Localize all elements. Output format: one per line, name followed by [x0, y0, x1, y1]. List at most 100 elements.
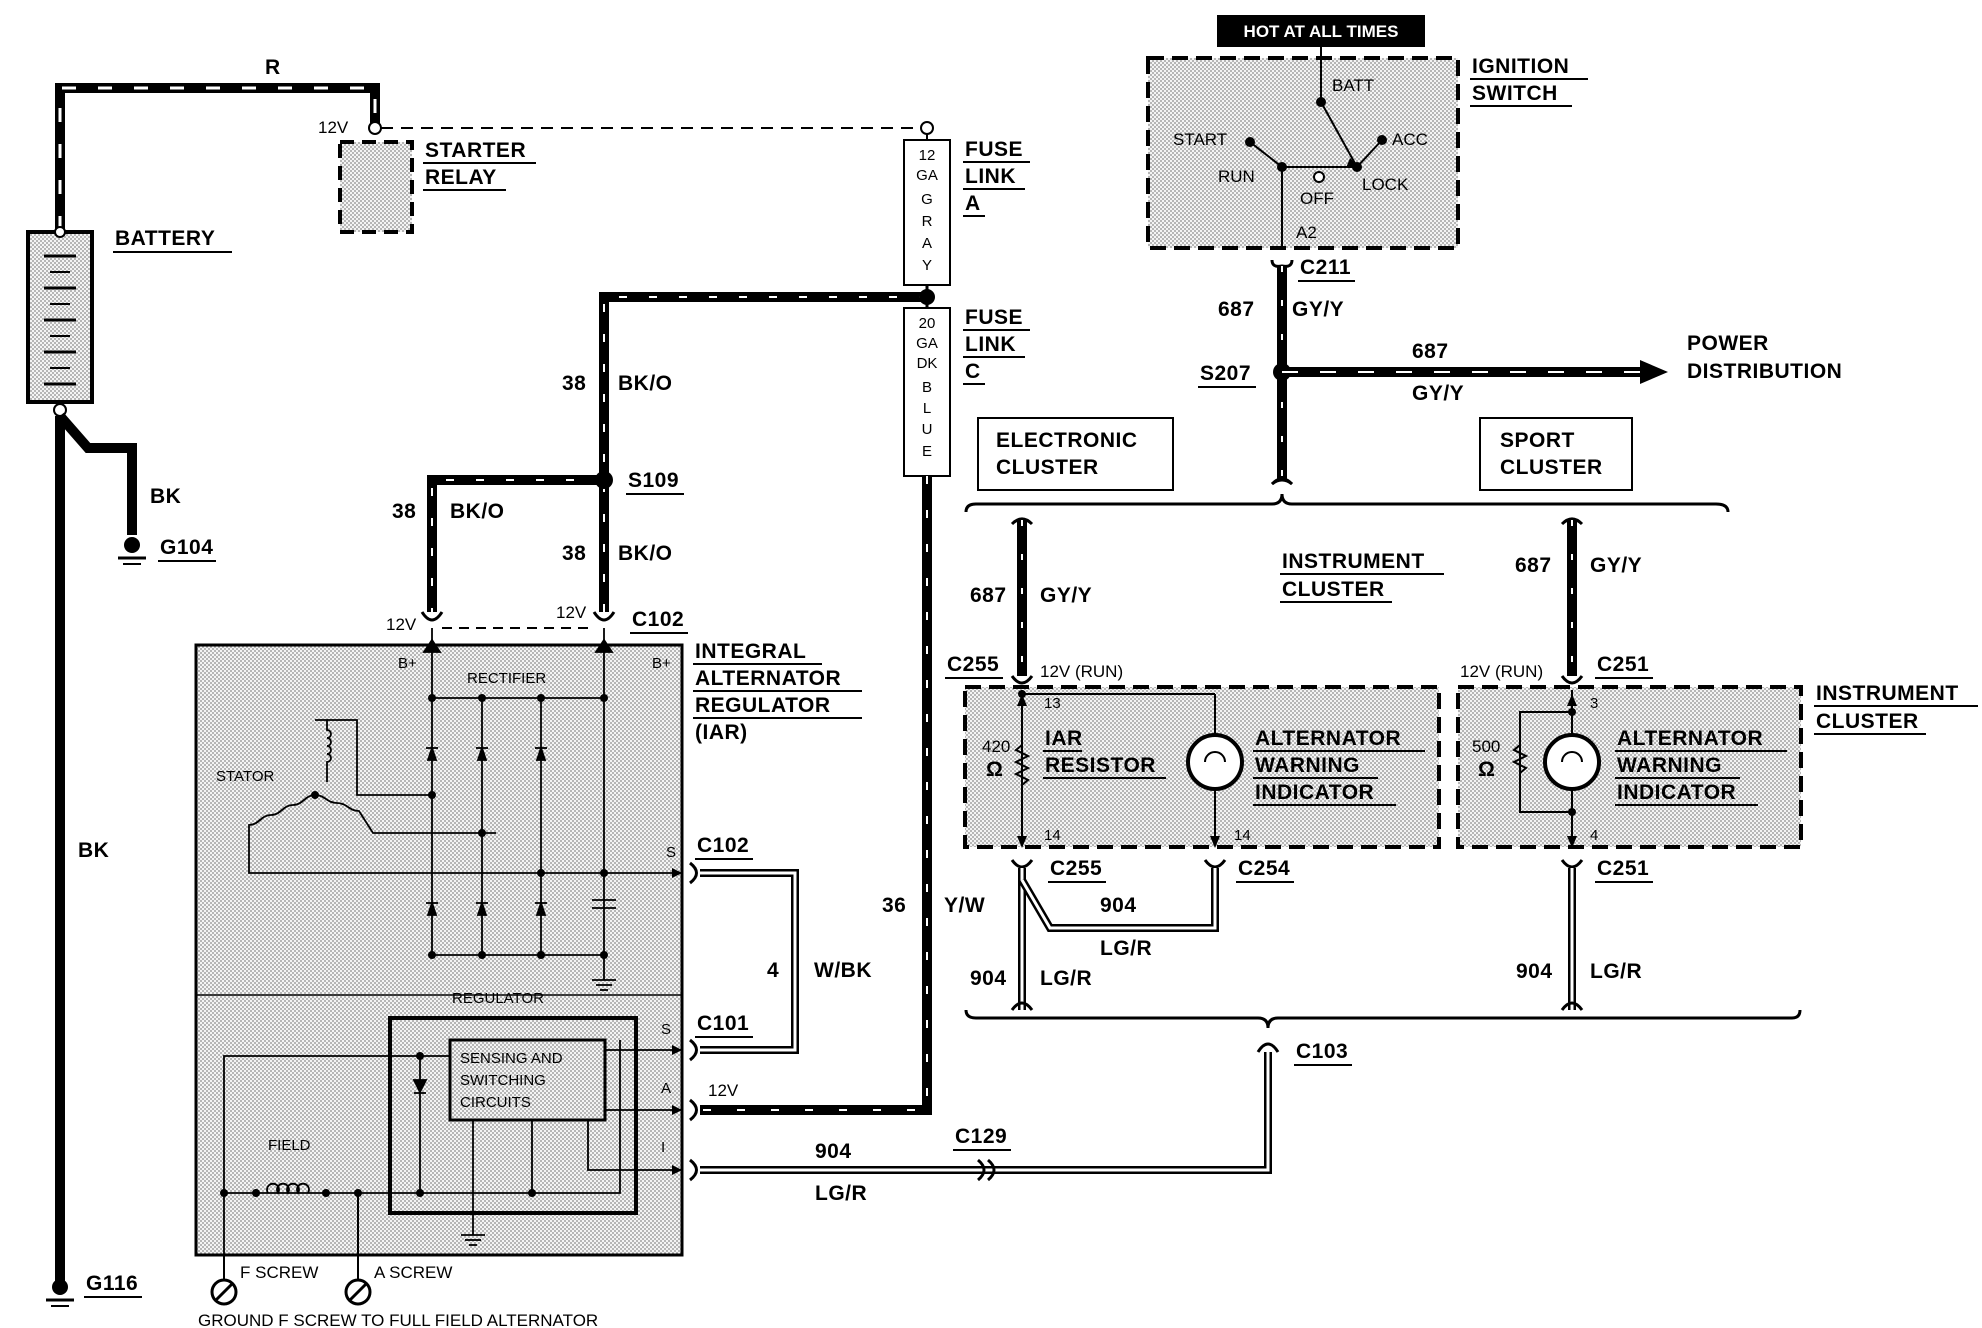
stator-label: STATOR — [216, 768, 275, 785]
ignition-switch — [1146, 56, 1460, 250]
ground-g104: G104 — [160, 536, 213, 559]
ign-run: RUN — [1218, 167, 1255, 186]
ground-icon — [46, 1279, 74, 1307]
connector-c129-label: C129 — [955, 1125, 1007, 1148]
connector-c251-label: C251 — [1597, 857, 1649, 880]
f-screw-icon — [210, 1278, 238, 1306]
starter-relay — [338, 140, 414, 234]
splice-s207-label: S207 — [1200, 362, 1251, 385]
iar-label-1: INTEGRAL — [695, 640, 806, 663]
junction-dots — [428, 694, 608, 959]
red-battery-cable — [55, 83, 380, 230]
fuse-c-gauge-text: GA — [916, 335, 938, 352]
pin-14: 14 — [1234, 827, 1251, 844]
instrument-cluster-label-1: INSTRUMENT — [1282, 550, 1425, 573]
wire-color-gyy: GY/Y — [1412, 382, 1464, 405]
ign-start: START — [1173, 130, 1227, 149]
connector-c102-label: C102 — [632, 608, 684, 631]
s-terminal: S — [661, 1021, 671, 1038]
connector-a — [689, 1098, 698, 1122]
warning-indicator-label-1: ALTERNATOR — [1255, 727, 1401, 750]
voltage-12v: 12V — [386, 615, 417, 634]
field-label: FIELD — [268, 1137, 311, 1154]
connector-c255-label: C255 — [947, 653, 999, 676]
connector-c255 — [1010, 675, 1034, 685]
bplus-terminal: B+ — [652, 655, 671, 672]
bk-o-wire — [427, 292, 927, 612]
voltage-12v-starter: 12V — [318, 118, 349, 137]
sensing-label-1: SENSING AND — [460, 1050, 563, 1067]
ignition-switch-label-2: SWITCH — [1472, 82, 1558, 105]
relay-terminal — [368, 121, 382, 135]
fuse-a-color-text: A — [922, 235, 932, 252]
sensing-switching-circuits — [448, 1038, 607, 1122]
regulator-block — [388, 1016, 638, 1215]
wire-color-bk-g104: BK — [150, 485, 181, 508]
pin-3: 3 — [1590, 695, 1598, 712]
iar-label-3: REGULATOR — [695, 694, 831, 717]
ign-batt: BATT — [1332, 76, 1374, 95]
connector-c254-label: C254 — [1238, 857, 1290, 880]
wire-color-bko: BK/O — [618, 372, 673, 395]
connector-i — [689, 1158, 698, 1182]
power-distribution-label-1: POWER — [1687, 332, 1769, 355]
sport-cluster-label-1: SPORT — [1500, 429, 1575, 452]
fuse-c-gauge-text: 20 — [919, 315, 936, 332]
connector-c103 — [1256, 1042, 1280, 1053]
wire-color-bko: BK/O — [450, 500, 505, 523]
ign-a2: A2 — [1296, 223, 1317, 242]
fuse-a-gauge-text: GA — [916, 167, 938, 184]
hot-banner-text: HOT AT ALL TIMES — [1244, 22, 1399, 41]
electronic-cluster-label-2: CLUSTER — [996, 456, 1099, 479]
circuit-904: 904 — [970, 967, 1007, 990]
instrument-cluster-label-2: CLUSTER — [1816, 710, 1919, 733]
instrument-cluster-electronic — [963, 685, 1441, 849]
f-screw-label: F SCREW — [240, 1263, 318, 1282]
s-terminal: S — [666, 844, 676, 861]
connector-c102-top — [420, 611, 616, 629]
starter-relay-label-1: STARTER — [425, 139, 526, 162]
connector-c211 — [1270, 259, 1294, 268]
stator-winding — [248, 719, 604, 874]
circuit-904: 904 — [1100, 894, 1137, 917]
ohm-symbol: Ω — [1478, 758, 1495, 781]
fuse-a-color-text: Y — [922, 257, 932, 274]
junction-dots — [220, 1052, 536, 1197]
iar-resistor-label-2: RESISTOR — [1045, 754, 1156, 777]
ign-off: OFF — [1300, 189, 1334, 208]
ground-icon — [118, 537, 146, 565]
circuit-904: 904 — [1516, 960, 1553, 983]
wire-color-bko: BK/O — [618, 542, 673, 565]
fuse-link-c-label-3: C — [965, 360, 981, 383]
wire-color-lgr: LG/R — [1100, 937, 1152, 960]
starter-relay-label-2: RELAY — [425, 166, 497, 189]
regulator-label: REGULATOR — [452, 990, 544, 1007]
switch-contact-dots — [1245, 97, 1387, 172]
i-terminal: I — [661, 1139, 665, 1156]
battery-ground-cables — [55, 412, 137, 1282]
fuse-c-color-text: L — [923, 400, 931, 417]
fuse-terminal — [920, 121, 934, 135]
a-terminal: A — [661, 1080, 671, 1097]
fuse-c-color-text: E — [922, 443, 932, 460]
fuse-link-c-label-2: LINK — [965, 333, 1016, 356]
circuit-36: 36 — [882, 894, 906, 917]
ground-note: GROUND F SCREW TO FULL FIELD ALTERNATOR — [198, 1311, 598, 1328]
ign-lock: LOCK — [1362, 175, 1409, 194]
circuit-38: 38 — [562, 542, 586, 565]
fuse-c-color-text: U — [922, 421, 933, 438]
splice-s109 — [595, 471, 613, 489]
wire-color-lgr: LG/R — [1590, 960, 1642, 983]
alternator-warning-lamp-icon — [1543, 733, 1601, 791]
rectifier-label: RECTIFIER — [467, 670, 546, 687]
circuit-38: 38 — [562, 372, 586, 395]
iar-resistor-label-1: IAR — [1045, 727, 1083, 750]
iar-label-2: ALTERNATOR — [695, 667, 841, 690]
wire-color-wbk: W/BK — [814, 959, 872, 982]
bplus-terminal: B+ — [398, 655, 417, 672]
ign-acc: ACC — [1392, 130, 1428, 149]
warning-indicator-label-3: INDICATOR — [1617, 781, 1736, 804]
sensing-label-3: CIRCUITS — [460, 1094, 531, 1111]
voltage-12v-run: 12V (RUN) — [1040, 662, 1123, 681]
